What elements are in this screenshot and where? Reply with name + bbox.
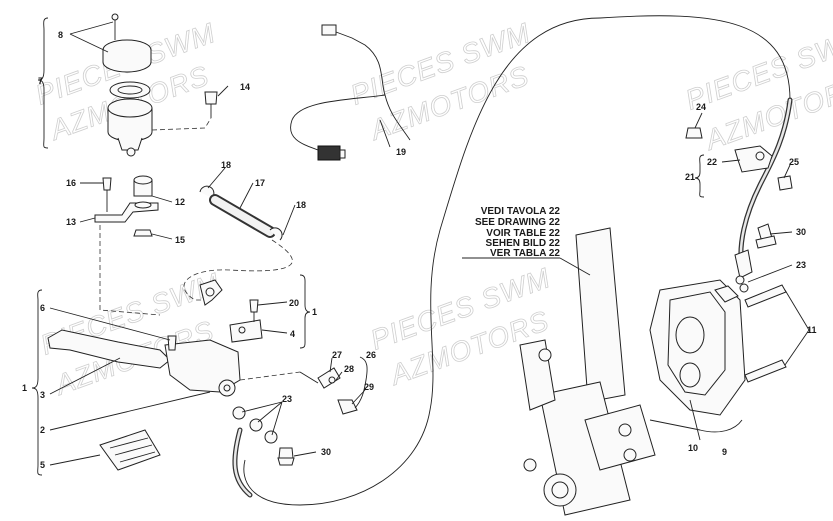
master-cylinder-group: [47, 279, 301, 498]
hose-loop-line: [243, 17, 601, 506]
callout-12: 12: [175, 197, 185, 207]
callout-19: 19: [396, 147, 406, 157]
callout-20: 20: [289, 298, 299, 308]
callout-18b: 18: [296, 200, 306, 210]
banjo-bolt-30a: [278, 447, 294, 459]
fork-tube: [575, 227, 626, 403]
clamp-4: [229, 319, 263, 343]
guide-22: [734, 145, 773, 173]
callout-10: 10: [688, 443, 698, 453]
callout-23a: 23: [282, 394, 292, 404]
reference-note: VEDI TAVOLA 22 SEE DRAWING 22 VOIR TABLE…: [475, 206, 560, 259]
screw-14: [204, 91, 218, 105]
note-line: SEHEN BILD 22: [486, 238, 561, 249]
connector-bottom: [317, 145, 341, 161]
callout-17: 17: [255, 178, 265, 188]
screw-16: [102, 177, 112, 191]
callout-13: 13: [66, 217, 76, 227]
fork-guard: [519, 339, 556, 411]
callout-30b: 30: [796, 227, 806, 237]
callout-4: 4: [290, 329, 295, 339]
callout-11: 11: [807, 325, 817, 335]
callout-6: 6: [40, 303, 45, 313]
callout-27: 27: [332, 350, 342, 360]
pad-5: [99, 429, 161, 471]
callout-25: 25: [789, 157, 799, 167]
callout-16: 16: [66, 178, 76, 188]
note-line: VEDI TAVOLA 22: [481, 206, 561, 217]
nut-24: [685, 127, 703, 139]
callout-24: 24: [696, 102, 706, 112]
reservoir-cap-side: [102, 50, 152, 73]
callout-3: 3: [40, 390, 45, 400]
callout-26: 26: [366, 350, 376, 360]
front-brake-line: [685, 97, 793, 293]
callout-1-left: 1: [22, 383, 27, 393]
hose-17-group: [99, 185, 293, 316]
cap-screw: [111, 13, 119, 21]
reservoir-group: [102, 13, 218, 157]
callout-15: 15: [175, 235, 185, 245]
brake-caliper: [649, 279, 787, 416]
callout-22: 22: [707, 157, 717, 167]
fork-leg: [519, 227, 656, 516]
callout-9: 9: [722, 447, 727, 457]
callout-7: 7: [38, 76, 43, 86]
brake-switch-cable: [290, 24, 411, 161]
leader-lines: [31, 17, 810, 476]
callout-28: 28: [344, 364, 354, 374]
callout-21: 21: [685, 172, 695, 182]
callout-1-right: 1: [312, 307, 317, 317]
screw-25: [777, 175, 793, 191]
brake-switch-group: [299, 367, 358, 415]
callout-18a: 18: [221, 160, 231, 170]
hose-loop-top-line: [599, 15, 791, 101]
bolt-11b: [744, 359, 787, 383]
callouts: 8 7 14 19 16 18 17 12 13 15 18 20 1 4 6 …: [22, 30, 817, 470]
bracket-group: [94, 175, 159, 237]
connector-top: [321, 24, 337, 36]
washer-23b: [735, 275, 745, 285]
callout-29: 29: [364, 382, 374, 392]
reservoir-diaphragm: [109, 81, 151, 99]
callout-14: 14: [240, 82, 250, 92]
note-line: SEE DRAWING 22: [475, 217, 560, 228]
nut-15: [133, 229, 153, 237]
bolt-11a: [744, 284, 787, 308]
clamp-18b: [269, 227, 283, 241]
callout-2: 2: [40, 425, 45, 435]
callout-5: 5: [40, 460, 45, 470]
lever-6: [47, 329, 171, 369]
callout-23b: 23: [796, 260, 806, 270]
caliper-mount: [584, 404, 656, 471]
note-line: VOIR TABLE 22: [486, 228, 560, 239]
callout-8: 8: [58, 30, 63, 40]
note-line: VER TABLA 22: [490, 248, 560, 259]
callout-30a: 30: [321, 447, 331, 457]
banjo-fitting-caliper: [734, 249, 753, 279]
screw-20: [249, 299, 259, 313]
washer-23a: [232, 406, 246, 420]
switch-27: [317, 367, 341, 389]
